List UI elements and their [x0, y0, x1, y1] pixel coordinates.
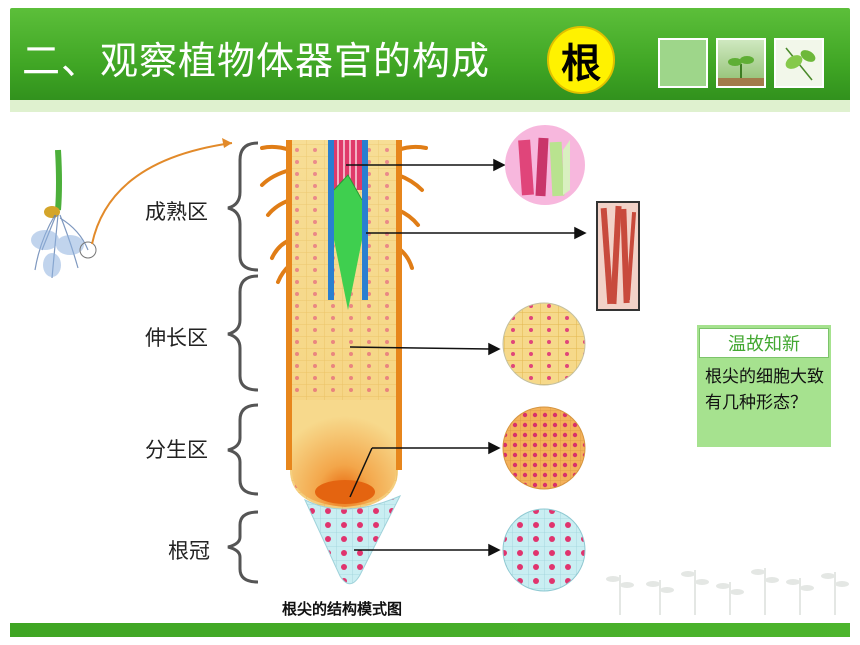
arrow-head [493, 158, 506, 172]
root-tip [260, 140, 428, 585]
zone-label-elongation: 伸长区 [145, 326, 208, 350]
detail-meristem-cells [502, 406, 586, 490]
detail-elongation-cells [502, 302, 586, 386]
magnify-arrow [91, 142, 233, 245]
review-note-title: 温故知新 [699, 328, 829, 358]
arrow-elongation [349, 346, 491, 350]
thumbnail-sprout-icon [716, 38, 766, 88]
zone-label-meristem: 分生区 [145, 438, 208, 462]
detail-vessel-cells [596, 201, 640, 311]
review-note-question: 根尖的细胞大致有几种形态？ [705, 367, 824, 413]
footer-bar [10, 623, 850, 637]
zone-label-root-cap: 根冠 [168, 539, 210, 563]
decorative-sprouts-icon [606, 568, 849, 615]
arrow-head [488, 342, 501, 356]
thumbnail-leaves-icon [774, 38, 824, 88]
root-badge: 根 [547, 26, 615, 94]
detail-maturation-cells [505, 125, 585, 205]
seedling-illustration [22, 132, 120, 294]
arrow-head [488, 441, 501, 455]
header-bar [10, 8, 850, 106]
header-strip [10, 100, 850, 112]
page-title: 二、观察植物体器官的构成 [22, 39, 491, 83]
zone-label-maturation: 成熟区 [145, 200, 208, 224]
thumbnail-green [658, 38, 708, 88]
detail-root-cap-cells [502, 508, 586, 592]
figure-caption: 根尖的结构模式图 [282, 600, 403, 618]
zone-braces [227, 141, 259, 584]
arrow-head [574, 226, 587, 240]
arrow-head [488, 543, 501, 557]
